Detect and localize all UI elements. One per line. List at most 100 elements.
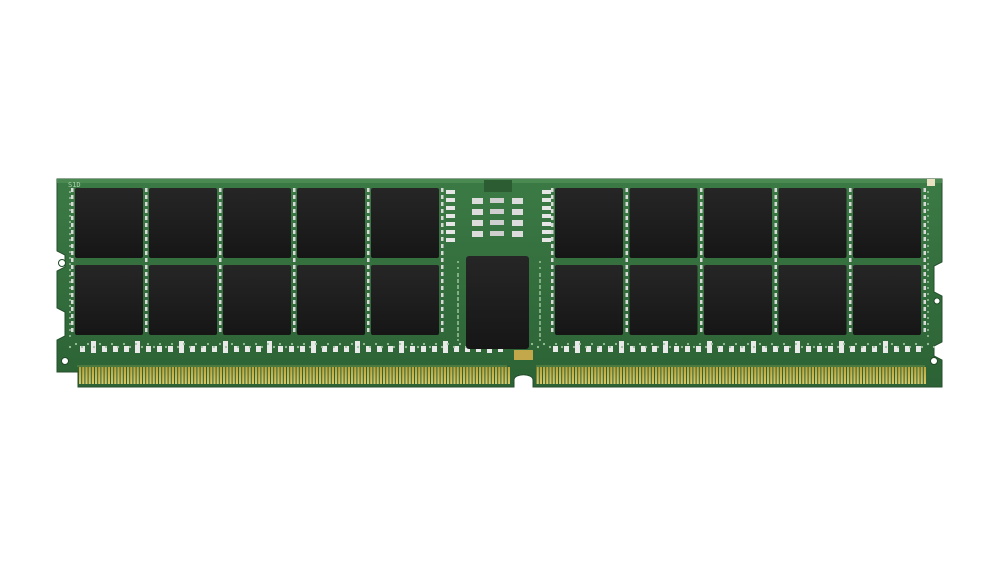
via xyxy=(116,345,120,349)
via xyxy=(764,345,768,349)
capacitor xyxy=(774,244,777,248)
via xyxy=(260,345,264,349)
via xyxy=(554,342,558,346)
via xyxy=(69,305,71,307)
capacitor xyxy=(774,209,777,213)
gold-contact xyxy=(210,367,213,384)
gold-contact xyxy=(760,367,763,384)
capacitor xyxy=(145,293,148,297)
gold-contact xyxy=(239,367,242,384)
gold-contact xyxy=(363,367,366,384)
gold-contact xyxy=(552,367,555,384)
gold-contact xyxy=(923,367,926,384)
capacitor xyxy=(700,244,703,248)
capacitor xyxy=(219,202,222,206)
gold-contact xyxy=(149,367,152,384)
capacitor xyxy=(685,346,690,352)
via xyxy=(926,342,930,346)
capacitor xyxy=(923,244,926,248)
via xyxy=(428,345,432,349)
resistor xyxy=(512,209,523,215)
via xyxy=(927,215,929,217)
gold-contact xyxy=(811,367,814,384)
capacitor xyxy=(219,321,222,325)
capacitor xyxy=(80,346,85,352)
gold-contact xyxy=(235,367,238,384)
gold-contact xyxy=(395,367,398,384)
via xyxy=(927,329,929,331)
via xyxy=(530,342,534,346)
mounting-hole-right xyxy=(933,297,941,305)
capacitor xyxy=(367,209,370,213)
capacitor xyxy=(551,314,554,318)
via xyxy=(308,345,312,349)
gold-contact xyxy=(184,367,187,384)
via xyxy=(680,345,684,349)
dram-chip xyxy=(223,265,291,335)
resistor xyxy=(542,190,551,194)
capacitor xyxy=(441,258,444,262)
gold-contact xyxy=(459,367,462,384)
capacitor xyxy=(774,328,777,332)
capacitor xyxy=(608,346,613,352)
gold-contact xyxy=(322,367,325,384)
capacitor xyxy=(700,216,703,220)
via xyxy=(932,345,936,349)
capacitor xyxy=(828,346,833,352)
resistor xyxy=(446,238,455,242)
gold-contact xyxy=(437,367,440,384)
via xyxy=(584,345,588,349)
gold-contact xyxy=(88,367,91,384)
gold-contact xyxy=(779,367,782,384)
gold-contact xyxy=(581,367,584,384)
capacitor xyxy=(923,195,926,199)
gold-contact xyxy=(207,367,210,384)
capacitor xyxy=(923,293,926,297)
capacitor xyxy=(146,346,151,352)
via xyxy=(457,327,459,329)
capacitor xyxy=(625,272,628,276)
via xyxy=(134,342,138,346)
gold-contact xyxy=(914,367,917,384)
gold-contact xyxy=(287,367,290,384)
gold-contact xyxy=(293,367,296,384)
gold-contact xyxy=(197,367,200,384)
via xyxy=(457,275,459,277)
capacitor xyxy=(575,341,580,353)
via xyxy=(927,263,929,265)
capacitor xyxy=(293,307,296,311)
via xyxy=(110,342,114,346)
via xyxy=(927,209,929,211)
gold-contact xyxy=(575,367,578,384)
dram-chip xyxy=(297,188,365,258)
via xyxy=(698,342,702,346)
capacitor xyxy=(344,346,349,352)
gold-contact xyxy=(155,367,158,384)
gold-contact xyxy=(607,367,610,384)
via xyxy=(284,345,288,349)
capacitor xyxy=(441,293,444,297)
capacitor xyxy=(551,188,554,192)
capacitor xyxy=(367,230,370,234)
capacitor xyxy=(551,300,554,304)
via xyxy=(866,342,870,346)
gold-contact xyxy=(767,367,770,384)
capacitor xyxy=(256,346,261,352)
gold-contact xyxy=(549,367,552,384)
capacitor xyxy=(625,209,628,213)
gold-contact xyxy=(645,367,648,384)
gold-contact xyxy=(680,367,683,384)
capacitor xyxy=(367,293,370,297)
capacitor xyxy=(551,272,554,276)
capacitor xyxy=(564,346,569,352)
capacitor xyxy=(849,188,852,192)
capacitor xyxy=(366,346,371,352)
via xyxy=(457,335,459,337)
resistor xyxy=(542,230,551,234)
capacitor xyxy=(135,341,140,353)
capacitor xyxy=(201,346,206,352)
gold-contact xyxy=(312,367,315,384)
capacitor xyxy=(293,216,296,220)
capacitor xyxy=(839,341,844,353)
capacitor xyxy=(700,307,703,311)
